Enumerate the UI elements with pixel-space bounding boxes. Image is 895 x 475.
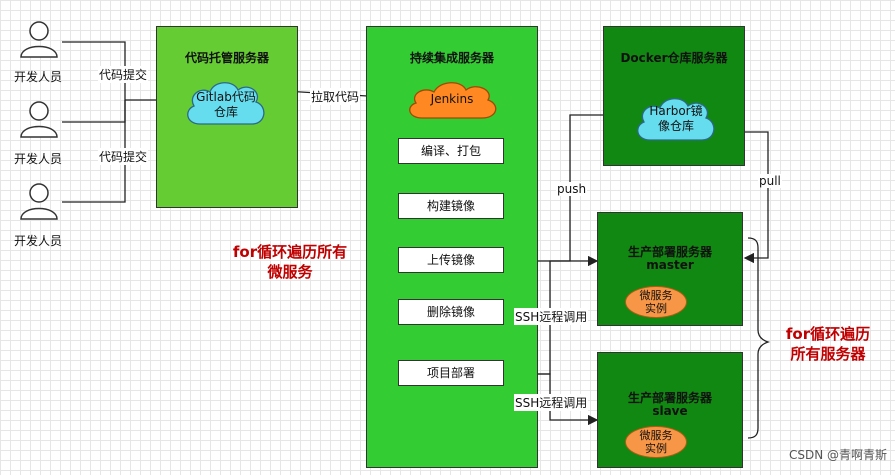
edge-label-commit-2: 代码提交 — [98, 148, 149, 165]
edge-label-ssh-2: SSH远程调用 — [514, 394, 589, 411]
person-icon — [20, 21, 58, 58]
step-upload-image: 上传镜像 — [398, 247, 504, 273]
person-icon — [20, 101, 58, 138]
edge-label-pull-code: 拉取代码 — [310, 88, 361, 105]
note-loop-microservices: for循环遍历所有 微服务 — [232, 243, 348, 281]
step-deploy-project: 项目部署 — [398, 360, 504, 386]
jenkins-label: Jenkins — [430, 92, 474, 106]
server-brace — [747, 237, 771, 439]
slave-title: 生产部署服务器 — [627, 391, 712, 405]
docker-registry-server: Docker仓库服务器 — [603, 26, 745, 166]
docker-server-title: Docker仓库服务器 — [620, 51, 728, 65]
developer-3 — [18, 182, 68, 232]
edge-label-ssh-1: SSH远程调用 — [514, 308, 589, 325]
note-loop-servers: for循环遍历 所有服务器 — [785, 325, 871, 363]
code-server-title: 代码托管服务器 — [184, 51, 269, 65]
developer-label: 开发人员 — [14, 234, 63, 248]
harbor-cloud-icon — [637, 98, 715, 141]
edge-label-push: push — [556, 182, 588, 196]
edge-label-commit-1: 代码提交 — [98, 66, 149, 83]
slave-subtitle: slave — [652, 404, 688, 418]
step-compile-package: 编译、打包 — [398, 138, 504, 164]
edge-label-pull: pull — [758, 174, 782, 188]
step-build-image: 构建镜像 — [398, 193, 504, 219]
microservice-instance-slave: 微服务 实例 — [625, 426, 687, 458]
master-title: 生产部署服务器 — [627, 245, 712, 259]
developer-2 — [18, 100, 68, 150]
watermark: CSDN @青啊青斯 — [788, 448, 887, 462]
ci-server-title: 持续集成服务器 — [409, 51, 494, 65]
gitlab-repo-label: Gitlab代码 仓库 — [196, 90, 256, 119]
master-subtitle: master — [646, 258, 694, 272]
edge-dev2 — [62, 100, 126, 123]
harbor-repo-label: Harbor镜 像仓库 — [649, 104, 703, 133]
microservice-instance-master: 微服务 实例 — [625, 286, 687, 318]
jenkins-cloud-icon — [409, 82, 497, 119]
developer-1 — [18, 20, 68, 70]
developer-label: 开发人员 — [14, 152, 63, 166]
person-icon — [20, 183, 58, 220]
gitlab-cloud-icon — [187, 82, 265, 125]
step-delete-image: 删除镜像 — [398, 299, 504, 325]
developer-label: 开发人员 — [14, 70, 63, 84]
edge-dev3 — [62, 100, 126, 203]
